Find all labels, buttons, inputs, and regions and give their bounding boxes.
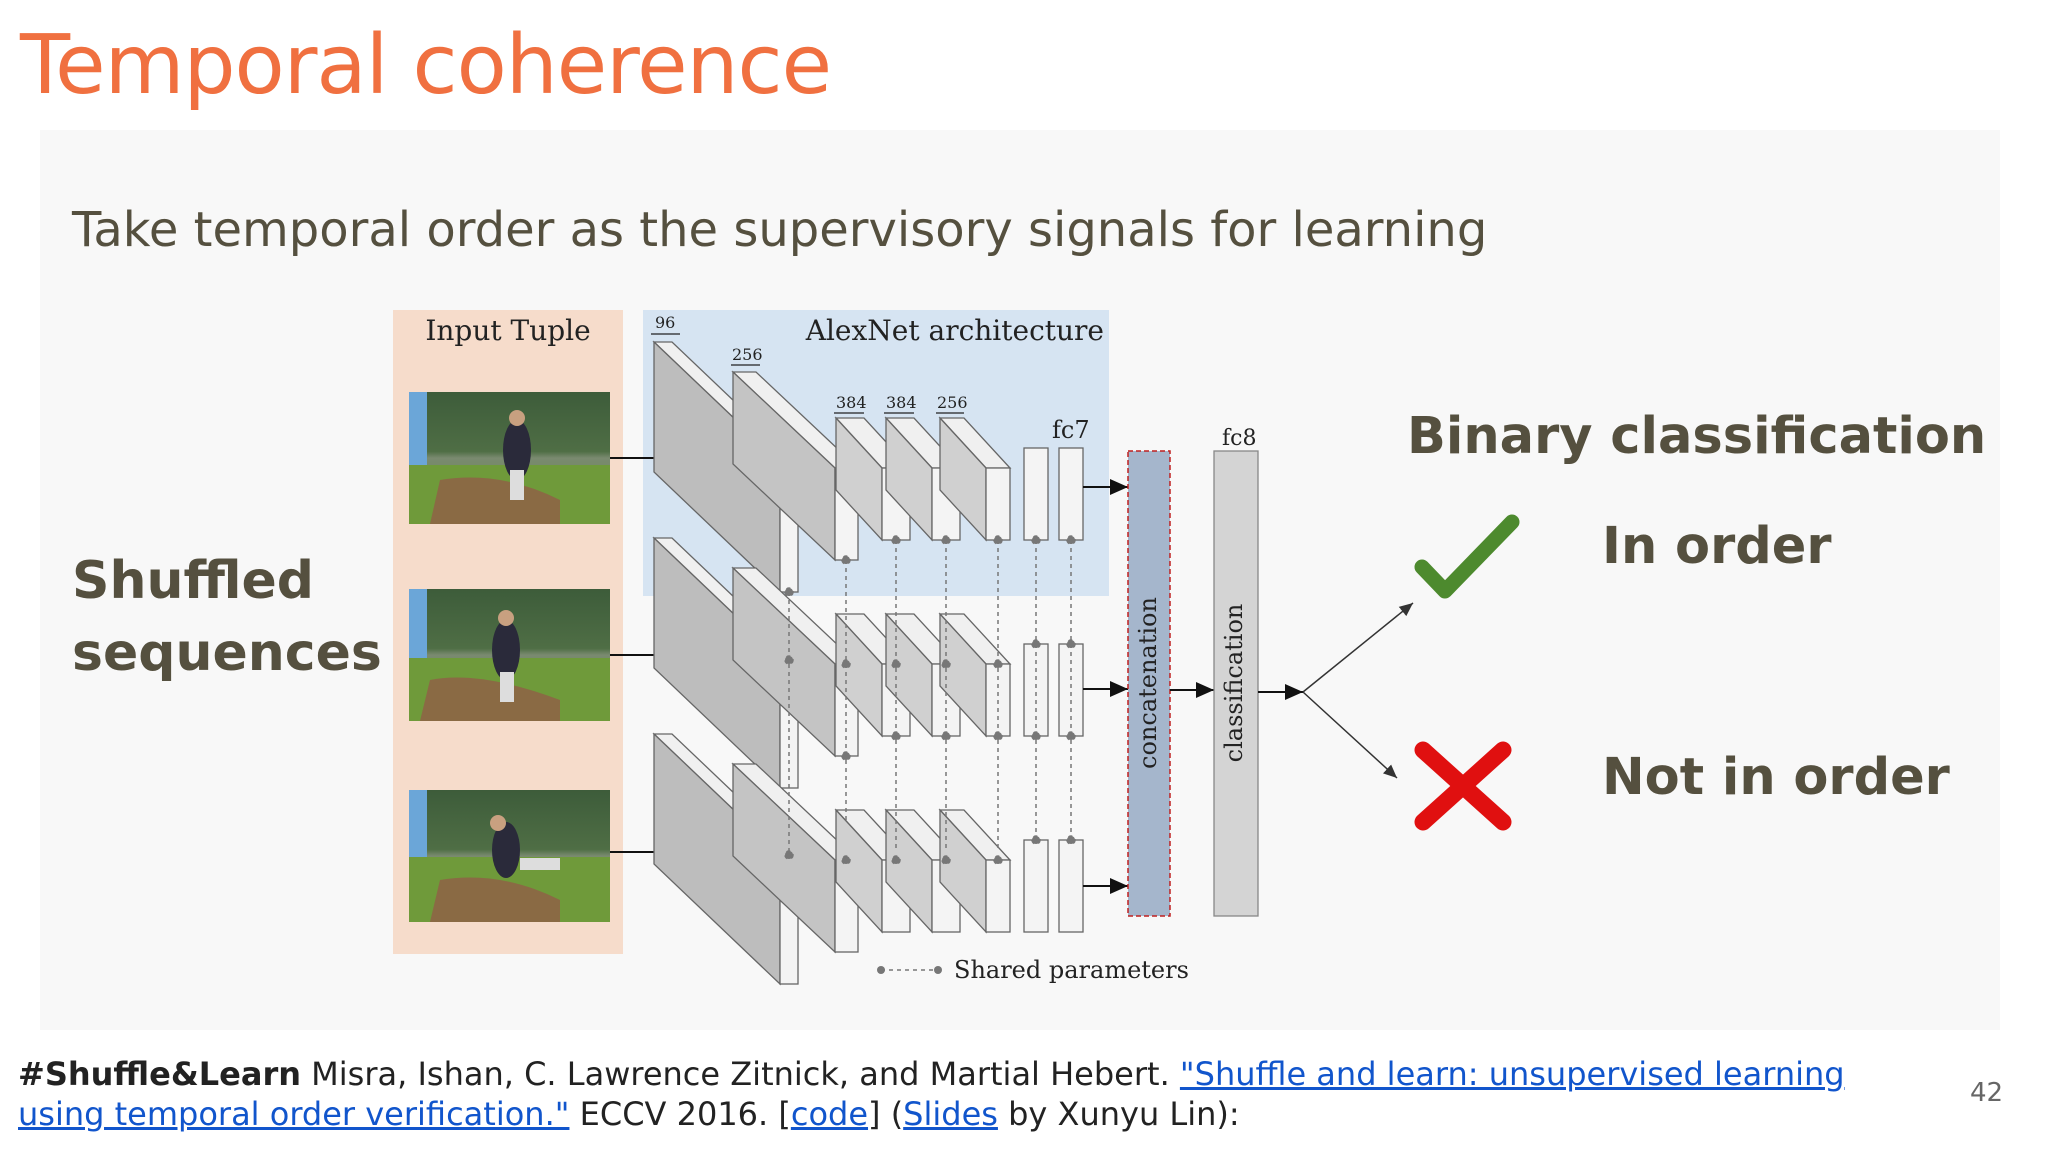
dim-256b: 256 <box>937 393 968 412</box>
not-in-order-label: Not in order <box>1602 748 1950 807</box>
paper-link[interactable]: "Shuffle and learn: unsupervised learnin… <box>18 1055 1845 1133</box>
dim-256a: 256 <box>732 345 763 364</box>
classification-label: classification <box>1220 604 1248 763</box>
in-order-label: In order <box>1602 517 1832 576</box>
shared-params-label: Shared parameters <box>954 956 1189 984</box>
dimension-annotations: 96 256 384 384 256 <box>651 313 968 414</box>
shared-params-dot-right <box>934 966 942 974</box>
page-number: 42 <box>1970 1078 2004 1108</box>
classification-block <box>1213 450 1259 917</box>
citation-tail: by Xunyu Lin): <box>997 1095 1240 1133</box>
video-frame-1 <box>409 392 610 524</box>
concatenation-block <box>1127 450 1171 917</box>
dim-384a: 384 <box>836 393 867 412</box>
video-frame-3 <box>409 790 610 922</box>
citation-tag: #Shuffle&Learn <box>18 1055 301 1093</box>
slides-link[interactable]: Slides <box>903 1095 998 1133</box>
citation-venue: ECCV 2016. [ <box>569 1095 791 1133</box>
in-order-arrow <box>1302 602 1414 693</box>
citation-footer: #Shuffle&Learn Misra, Ishan, C. Lawrence… <box>18 1054 1898 1134</box>
left-label-line1: Shuffled <box>72 551 315 611</box>
dim-96: 96 <box>655 313 675 332</box>
not-in-order-arrow <box>1302 691 1398 779</box>
video-frame-2 <box>409 589 610 721</box>
code-link[interactable]: code <box>790 1095 869 1133</box>
conv-stack-row-2 <box>652 536 1084 790</box>
subtitle: Take temporal order as the supervisory s… <box>72 202 1488 258</box>
cross-icon <box>1414 741 1512 831</box>
page-title: Temporal coherence <box>20 18 832 113</box>
citation-mid: ] ( <box>868 1095 904 1133</box>
conv-stack-row-3 <box>652 732 1084 986</box>
dim-384b: 384 <box>886 393 917 412</box>
alexnet-label: AlexNet architecture <box>805 314 1104 347</box>
shared-params-dot-left <box>877 966 885 974</box>
fc7-label: fc7 <box>1052 416 1090 444</box>
shuffled-sequences-label: Shuffled sequences <box>72 545 382 689</box>
citation-authors: Misra, Ishan, C. Lawrence Zitnick, and M… <box>301 1055 1180 1093</box>
fc8-label: fc8 <box>1222 426 1256 451</box>
binary-classification-label: Binary classification <box>1407 407 1987 466</box>
check-icon <box>1414 514 1520 599</box>
shared-parameter-links <box>784 535 1076 865</box>
concatenation-label: concatenation <box>1134 597 1162 769</box>
input-tuple-label: Input Tuple <box>425 314 590 347</box>
conv-stack-row-1 <box>652 340 1084 594</box>
left-label-line2: sequences <box>72 623 382 683</box>
